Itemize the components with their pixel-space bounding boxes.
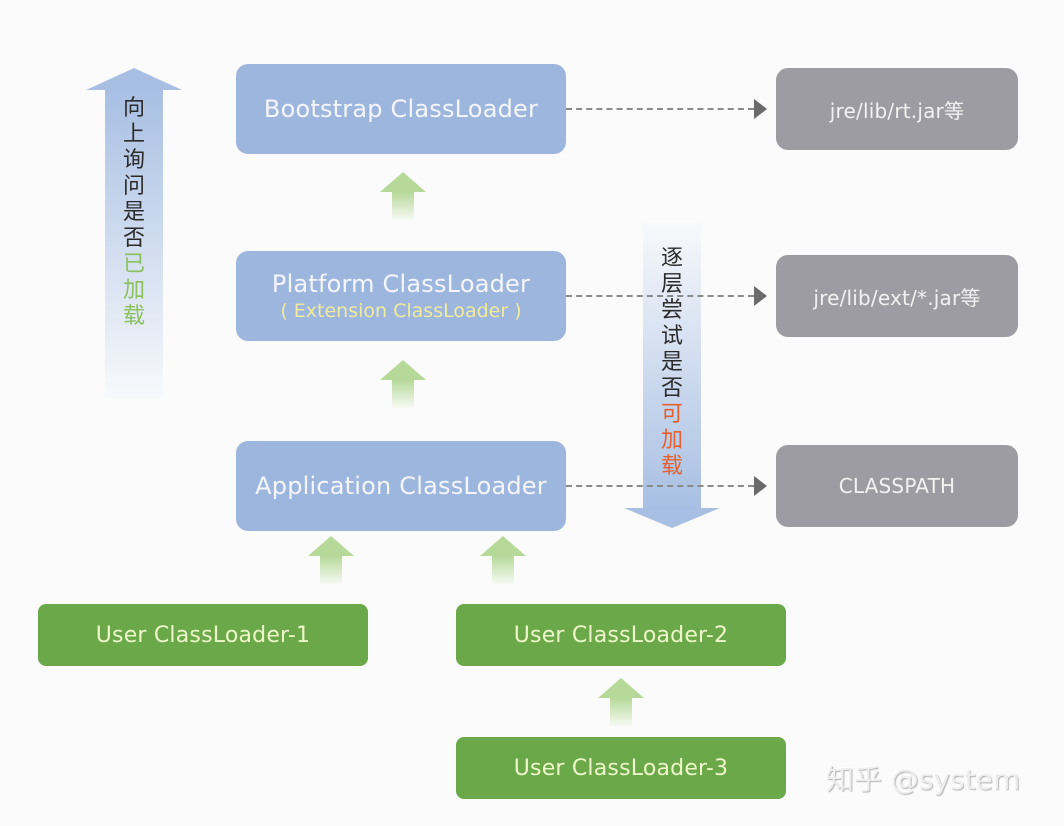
ask-parent-loaded-text: 向 上 询 问 是 否 已 加 载 — [122, 96, 145, 329]
delegation-up-arrow-icon — [308, 536, 354, 584]
delegation-up-arrow-icon — [598, 678, 644, 726]
delegation-up-arrow-icon — [480, 536, 526, 584]
delegation-up-arrow-icon — [380, 172, 426, 220]
platform-source-connector — [566, 295, 754, 297]
try-load-layer-text: 逐 层 尝 试 是 否 可 加 载 — [660, 246, 683, 479]
platform-source-box: jre/lib/ext/*.jar等 — [776, 255, 1018, 337]
application-classloader-box: Application ClassLoader — [236, 441, 566, 531]
application-source-connector — [566, 485, 754, 487]
user-classloader-1-box: User ClassLoader-1 — [38, 604, 368, 666]
arrow-head-down-icon — [624, 508, 720, 528]
watermark: 知乎 @system — [826, 763, 1021, 796]
connector-arrow-icon — [754, 99, 767, 119]
platform-classloader-box: Platform ClassLoader ( Extension ClassLo… — [236, 251, 566, 341]
try-load-layer-arrow: 逐 层 尝 试 是 否 可 加 载 — [624, 222, 720, 528]
ask-parent-loaded-arrow: 向 上 询 问 是 否 已 加 载 — [86, 68, 182, 398]
user-classloader-2-box: User ClassLoader-2 — [456, 604, 786, 666]
user-classloader-3-box: User ClassLoader-3 — [456, 737, 786, 799]
bootstrap-source-connector — [566, 108, 754, 110]
bootstrap-classloader-box: Bootstrap ClassLoader — [236, 64, 566, 154]
bootstrap-source-box: jre/lib/rt.jar等 — [776, 68, 1018, 150]
delegation-up-arrow-icon — [380, 360, 426, 408]
connector-arrow-icon — [754, 476, 767, 496]
arrow-head-up-icon — [86, 68, 182, 90]
connector-arrow-icon — [754, 286, 767, 306]
application-source-box: CLASSPATH — [776, 445, 1018, 527]
